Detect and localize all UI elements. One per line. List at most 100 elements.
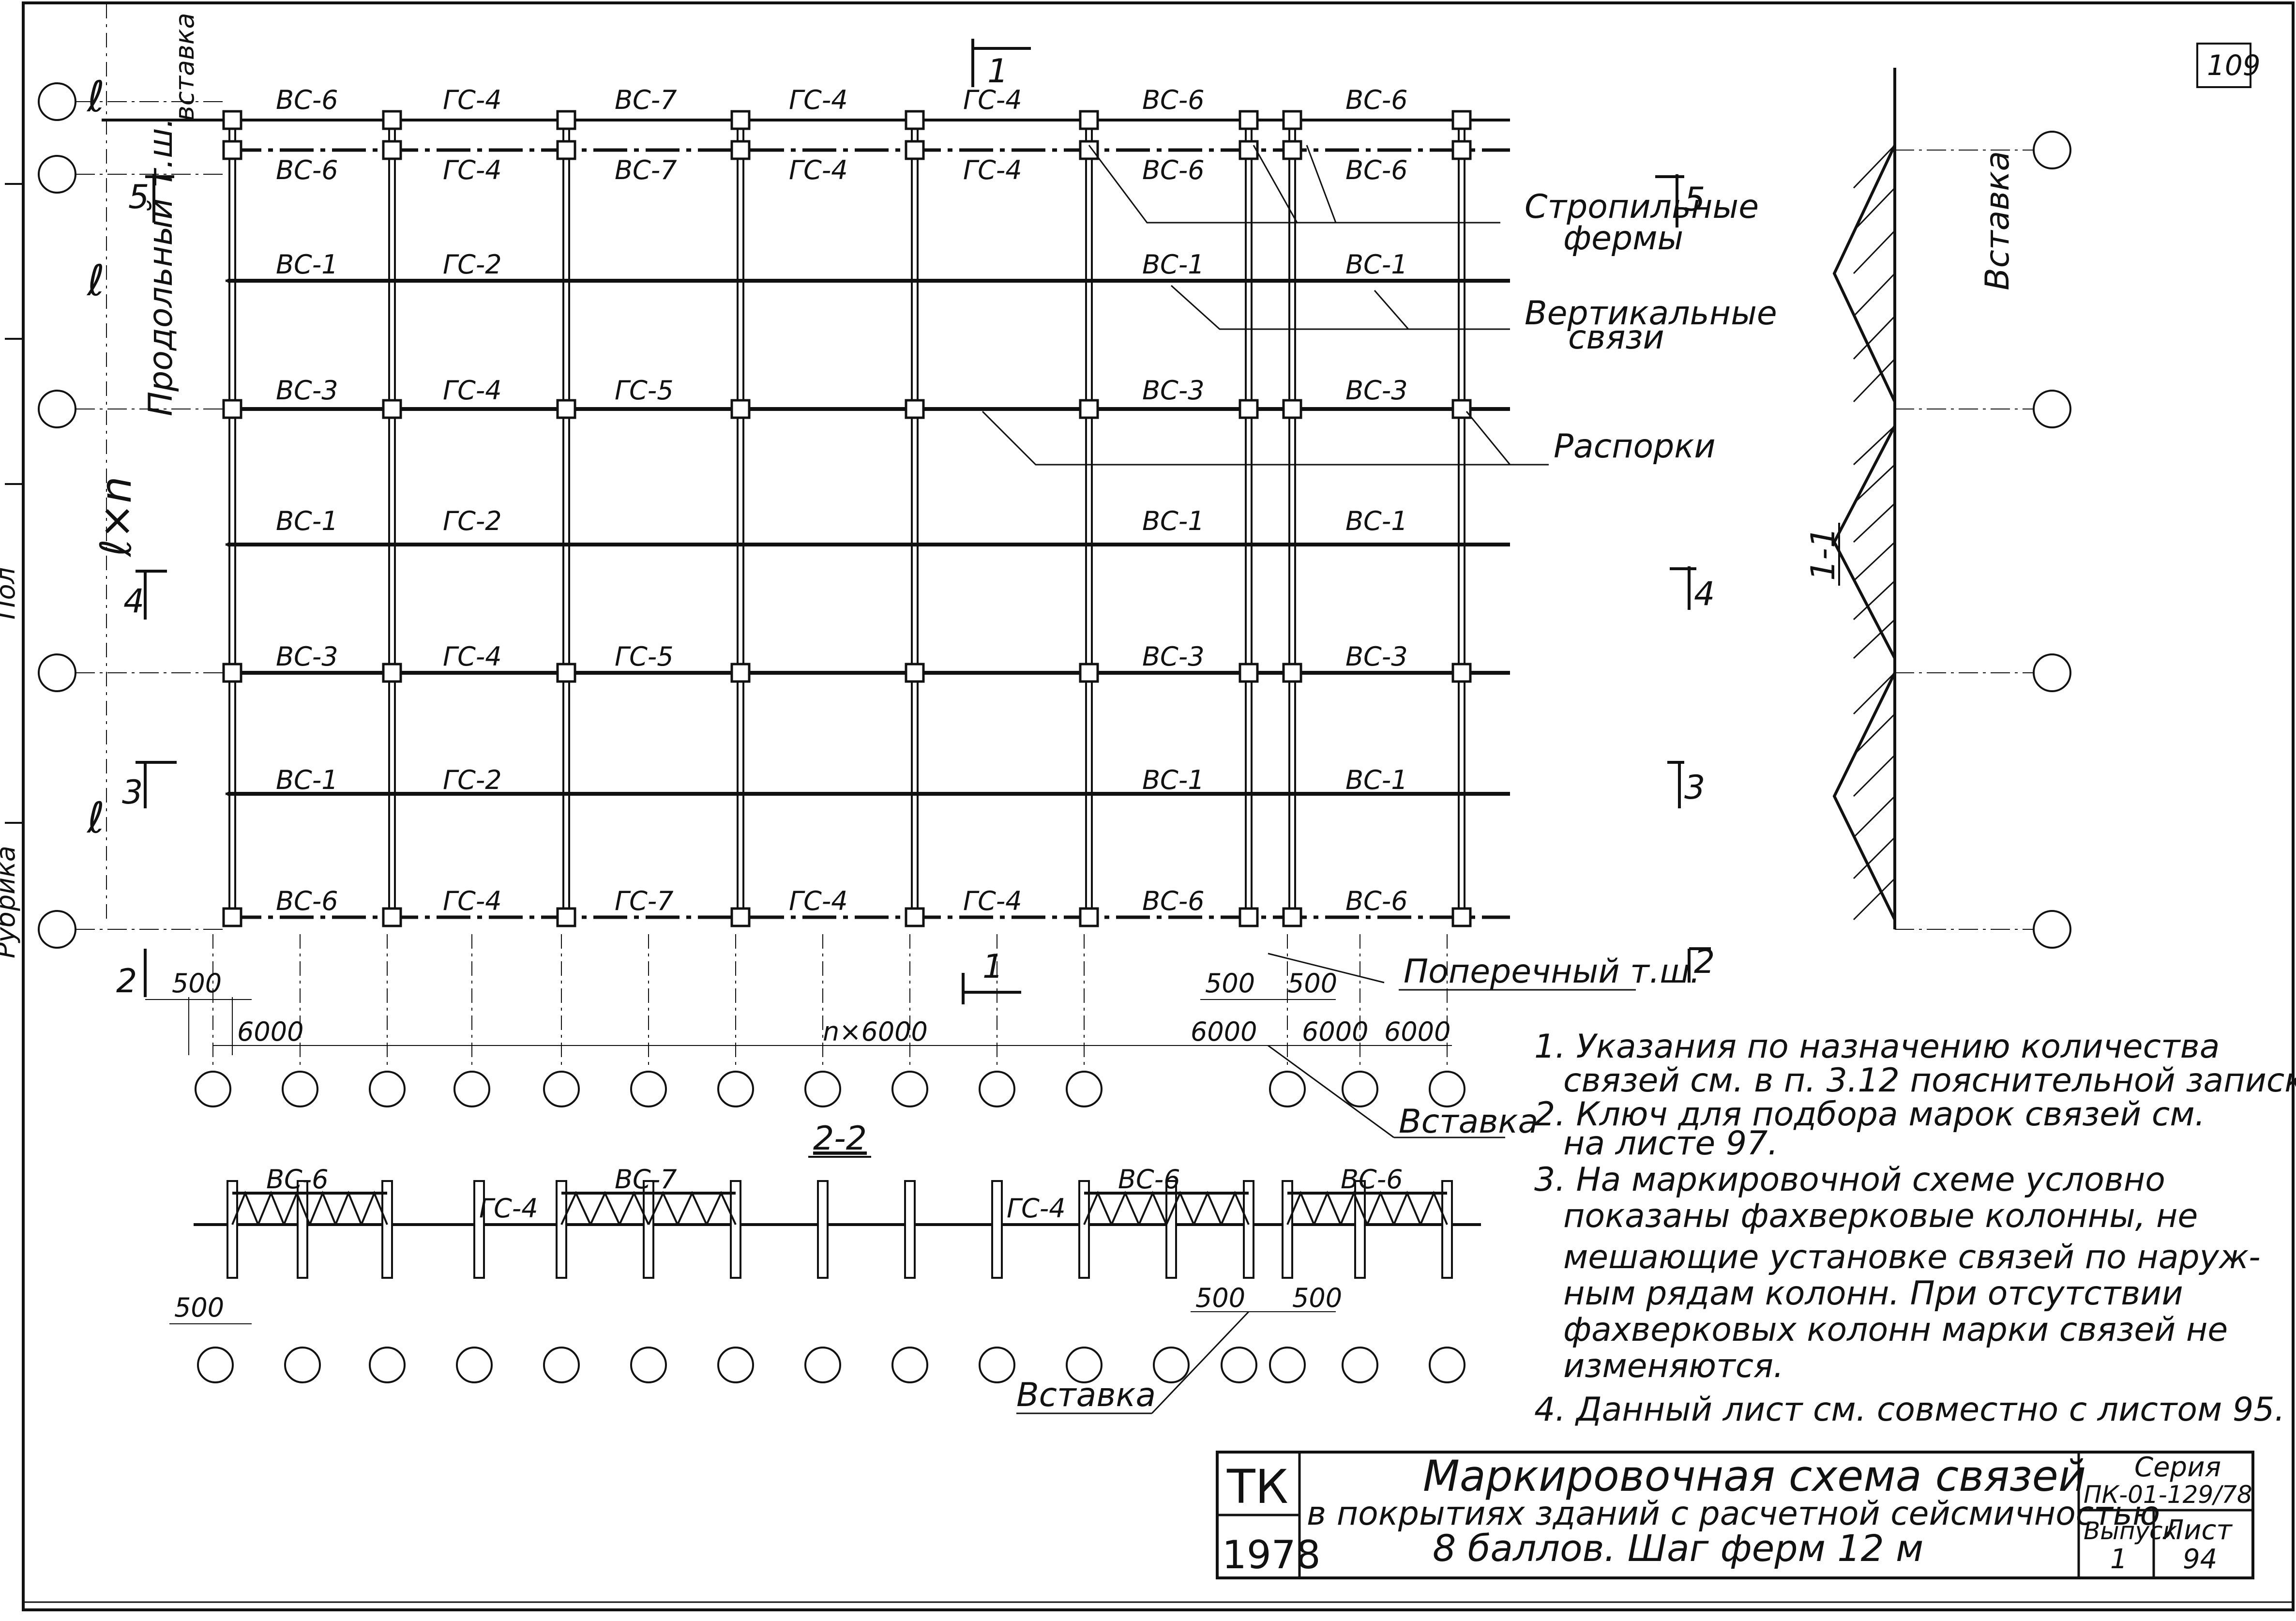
bracing-mark-label: ГС-5 (615, 375, 674, 406)
section-column (991, 1180, 1003, 1279)
sec22-dim-500-left: 500 (174, 1292, 224, 1323)
section-truss-web (1340, 1190, 1368, 1225)
plan-column-node (1079, 907, 1099, 927)
plan-column-node (730, 110, 751, 130)
bracing-mark-label: ВС-1 (276, 249, 338, 280)
plan-column-node (905, 140, 925, 160)
left-strip-label-1: Рубрика (0, 846, 21, 958)
bracing-mark-label: ГС-5 (615, 641, 674, 672)
section-1-1-web (1853, 878, 1896, 921)
plan-column-node (1282, 907, 1302, 927)
title-line-2: в покрытиях зданий с расчетной сейсмично… (1307, 1495, 2160, 1533)
bracing-mark-label: ВС-6 (1345, 886, 1408, 916)
bracing-mark-label: ВС-6 (1345, 85, 1408, 115)
bracing-mark-label: ВС-1 (1142, 506, 1205, 536)
column-axis-bubble (979, 1071, 1015, 1107)
column-axis-bubble (284, 1347, 321, 1383)
plan-column-node (1451, 907, 1472, 927)
sheet-value: 94 (2183, 1544, 2217, 1575)
cut-4-right: 4 (1694, 575, 1715, 613)
plan-column-node (222, 399, 242, 419)
column-axis-bubble (369, 1071, 406, 1107)
bracing-mark-label: ГС-4 (443, 375, 502, 406)
section-column (730, 1180, 741, 1279)
bracing-mark-label: ВС-1 (276, 506, 338, 536)
plan-column-node (556, 140, 576, 160)
plan-column-node (1451, 110, 1472, 130)
dim-6000-4: 6000 (1384, 1016, 1450, 1047)
plan-column-node (1079, 110, 1099, 130)
section-column (1078, 1180, 1090, 1279)
section-1-1-web (1853, 425, 1896, 466)
plan-column-node (382, 399, 402, 419)
section-1-1-web (1853, 144, 1896, 189)
bracing-mark-label: ВС-7 (615, 85, 677, 115)
section-truss-web (1110, 1190, 1140, 1225)
transverse-joint-label: Поперечный т.ш. (1404, 953, 1700, 991)
bracing-mark-label: ВС-1 (1345, 506, 1408, 536)
section-1-1-web (1853, 316, 1896, 360)
section-truss-web (1393, 1190, 1421, 1225)
callout-vertical-bracing-1: Вертикальные (1525, 294, 1777, 333)
axis-label-ln: ℓ×n (91, 476, 141, 558)
section-column (381, 1180, 393, 1279)
plan-column-node (730, 663, 751, 683)
bracing-mark-label: ВС-3 (1142, 375, 1205, 406)
column-axis-bubble (1342, 1071, 1378, 1107)
left-binding-strip: Рубрика Пол (0, 183, 23, 958)
plan-column-node (905, 663, 925, 683)
bracing-mark-label: ВС-6 (1142, 155, 1205, 185)
sec22-label-1: ВС-6 (266, 1164, 329, 1195)
plan-column-node (556, 663, 576, 683)
sheet-number: 109 (2207, 49, 2261, 82)
column-axis-bubble (630, 1071, 667, 1107)
section-1-1-web (1853, 541, 1896, 582)
bracing-mark-label: ГС-4 (789, 886, 848, 916)
section-1-1-vstavka: Вставка (1979, 151, 2017, 290)
section-truss-web (283, 1190, 311, 1225)
bracing-mark-label: ГС-4 (443, 85, 502, 115)
section-truss-web (360, 1190, 388, 1225)
axis-bubble (38, 910, 76, 949)
note-line: 4. Данный лист см. совместно с листом 95… (1534, 1391, 2285, 1429)
section-1-1-web (1853, 464, 1896, 504)
axis-bubbles (38, 82, 227, 949)
bracing-mark-label: ВС-6 (1142, 886, 1205, 916)
series-label: Серия (2134, 1452, 2221, 1483)
title-line-3: 8 баллов. Шаг ферм 12 м (1433, 1527, 1923, 1570)
plan-column-node (556, 399, 576, 419)
column-axis-bubble (453, 1071, 490, 1107)
left-axis-annotations: ℓ ℓ ℓ×n ℓ вставка Продольный т.ш. (86, 4, 200, 920)
column-axis-bubble (1066, 1347, 1103, 1383)
callout-trusses-2: фермы (1563, 219, 1683, 258)
sec22-label-3: ВС-7 (615, 1164, 677, 1195)
plan-column-node (1282, 110, 1302, 130)
section-column (1165, 1180, 1177, 1279)
section-1-1: 1-1 Вставка (1804, 68, 2071, 949)
cut-5-left: 5 (128, 178, 149, 216)
bracing-mark-label: ГС-4 (443, 886, 502, 916)
column-axis-bubble (979, 1347, 1015, 1383)
bracing-mark-label: ВС-1 (276, 765, 338, 795)
bracing-mark-label: ГС-7 (615, 886, 674, 916)
column-axis-bubble (1153, 1347, 1190, 1383)
bracing-mark-label: ВС-6 (276, 886, 338, 916)
plan-column-node (556, 907, 576, 927)
column-axis-bubble (1269, 1071, 1306, 1107)
section-1-1-truss (1832, 425, 1896, 659)
axis-bubble (38, 653, 76, 692)
bracing-mark-label: ВС-1 (1142, 765, 1205, 795)
plan-column-node (556, 110, 576, 130)
section-2-2-columns (227, 1180, 1453, 1279)
section-truss-web (1313, 1190, 1342, 1225)
column-axis-bubbles-section (197, 1347, 1465, 1383)
plan-column-node (382, 663, 402, 683)
dim-6000-3: 6000 (1302, 1016, 1368, 1047)
axis-label-l-top: ℓ (86, 72, 105, 121)
section-column (643, 1180, 654, 1279)
plan-column-node (1282, 140, 1302, 160)
section-truss-web (257, 1190, 285, 1225)
section-1-1-truss (1832, 672, 1896, 921)
vstavka-top-label: вставка (169, 13, 200, 121)
note-line: 3. На маркировочной схеме условно (1534, 1161, 2165, 1199)
